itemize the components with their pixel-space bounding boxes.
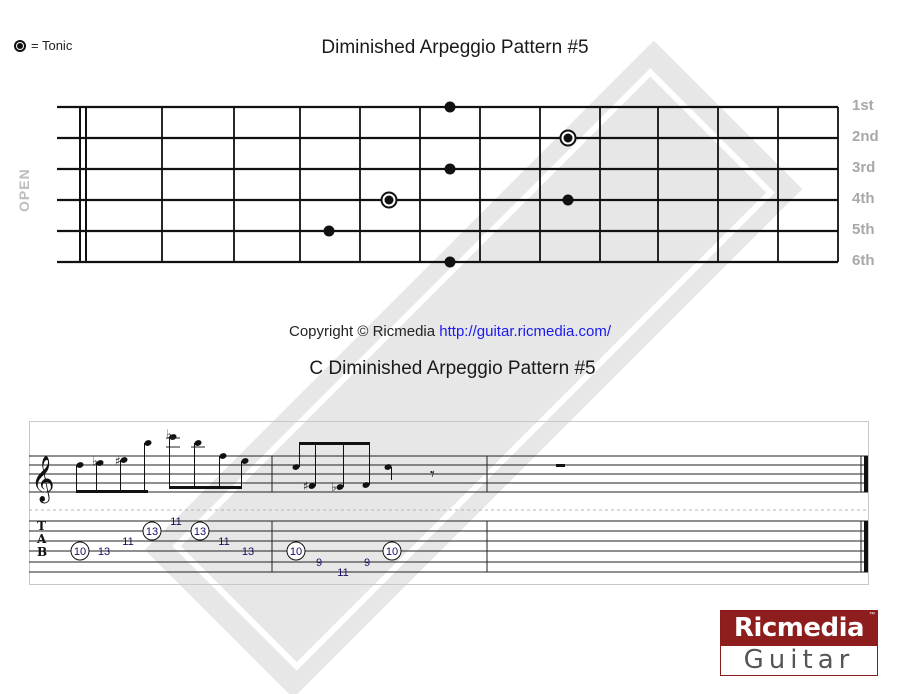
note-head-12 bbox=[362, 482, 370, 488]
tab-circle-1 bbox=[70, 541, 90, 561]
note-dot-3 bbox=[444, 163, 456, 175]
fretboard-diagram bbox=[57, 101, 839, 268]
tab-number-7: 11 bbox=[218, 536, 229, 548]
tab-circle-4 bbox=[142, 521, 162, 541]
tab-number-5: 11 bbox=[170, 516, 181, 528]
copyright-text: Copyright © Ricmedia bbox=[288, 323, 440, 340]
notation-tab-diagram: 𝄞 ♭ ♯ ♭ ♯ ♭ 𝄾 TAB 10 13 11 13 11 13 11 13 10 9 11 9 10 bbox=[29, 427, 868, 579]
notation-frame bbox=[29, 421, 869, 585]
tab-letter-A: A bbox=[36, 532, 47, 546]
beam-c bbox=[299, 442, 370, 445]
note-head-4 bbox=[144, 440, 152, 446]
string-label-4th: 4th bbox=[852, 190, 875, 207]
tab-number-8: 13 bbox=[242, 546, 254, 558]
accidental-icon-1: ♭ bbox=[92, 454, 98, 468]
logo-trademark: ™ bbox=[869, 612, 875, 618]
copyright-link[interactable]: http://guitar.ricmedia.com/ bbox=[439, 323, 612, 340]
accidental-icon-5: ♭ bbox=[331, 480, 337, 494]
note-head-7 bbox=[219, 453, 227, 459]
tonic-note-4 bbox=[384, 195, 394, 205]
tab-final-thick bbox=[864, 521, 868, 572]
string-label-1st: 1st bbox=[852, 97, 874, 114]
tab-number-10: 9 bbox=[316, 557, 322, 569]
tab-circle-13 bbox=[382, 541, 402, 561]
tonic-symbol-icon bbox=[14, 39, 26, 52]
tab-letter-B: B bbox=[37, 545, 47, 559]
note-head-11 bbox=[336, 484, 344, 490]
beam-a bbox=[76, 490, 148, 493]
tab-number-13: 10 bbox=[386, 546, 398, 558]
beam-b bbox=[169, 486, 242, 489]
tab-number-12: 9 bbox=[364, 557, 370, 569]
copyright-line: Copyright © Ricmedia http://guitar.ricme… bbox=[0, 323, 900, 340]
note-dot-6 bbox=[323, 225, 335, 237]
note-dot-1 bbox=[444, 101, 456, 113]
tab-letter-T: T bbox=[37, 519, 46, 533]
tab-number-4: 13 bbox=[146, 526, 158, 538]
tonic-legend: = Tonic bbox=[14, 38, 72, 53]
tab-number-9: 10 bbox=[290, 546, 302, 558]
note-head-10 bbox=[308, 483, 316, 489]
note-dot-5 bbox=[562, 194, 574, 206]
accidental-icon-3: ♭ bbox=[166, 427, 172, 441]
note-head-6 bbox=[194, 440, 202, 446]
tab-number-1: 10 bbox=[74, 546, 86, 558]
string-label-6th: 6th bbox=[852, 252, 875, 269]
tonic-legend-label: = Tonic bbox=[31, 38, 73, 53]
logo-bottom-text: Guitar bbox=[743, 645, 855, 675]
note-head-1 bbox=[76, 462, 84, 468]
tonic-note-2 bbox=[563, 133, 573, 143]
tab-number-2: 13 bbox=[98, 546, 110, 558]
string-label-3rd: 3rd bbox=[852, 159, 876, 176]
note-head-8 bbox=[241, 458, 249, 464]
accidental-icon-2: ♯ bbox=[115, 454, 121, 468]
string-label-5th: 5th bbox=[852, 221, 875, 238]
note-head-2 bbox=[96, 460, 104, 466]
tab-circle-6 bbox=[190, 521, 210, 541]
tab-number-11: 11 bbox=[337, 567, 348, 579]
tab-number-3: 11 bbox=[122, 536, 133, 548]
string-label-2nd: 2nd bbox=[852, 128, 879, 145]
note-dot-7 bbox=[444, 256, 456, 268]
tab-number-6: 13 bbox=[194, 526, 206, 538]
half-rest-icon bbox=[556, 464, 565, 467]
ricmedia-guitar-logo: Ricmedia Guitar ™ bbox=[720, 610, 878, 676]
logo-top-text: Ricmedia bbox=[721, 611, 877, 646]
note-head-13 bbox=[384, 464, 392, 470]
note-head-9 bbox=[292, 464, 300, 470]
treble-clef-icon: 𝄞 bbox=[31, 456, 55, 504]
eighth-rest-icon: 𝄾 bbox=[430, 464, 435, 485]
fretboard-title: Diminished Arpeggio Pattern #5 bbox=[321, 37, 589, 58]
staff-final-thick bbox=[864, 456, 868, 492]
notation-title: C Diminished Arpeggio Pattern #5 bbox=[309, 358, 596, 379]
accidental-icon-4: ♯ bbox=[303, 479, 309, 493]
tab-circle-9 bbox=[286, 541, 306, 561]
note-head-3 bbox=[120, 457, 128, 463]
